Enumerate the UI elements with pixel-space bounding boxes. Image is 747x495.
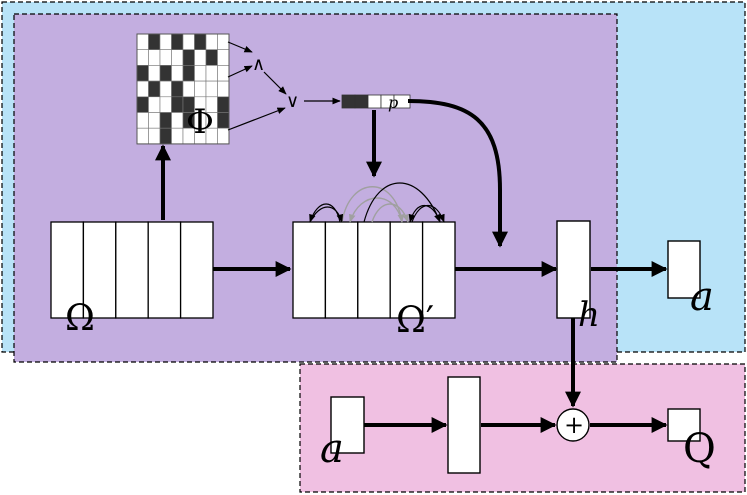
grid-cell [205, 65, 218, 82]
omega-prime-label: Ω′ [396, 300, 434, 341]
q-output-box [667, 408, 701, 442]
grid-cell [217, 127, 230, 145]
grid-cell [194, 33, 207, 50]
block-slot [357, 221, 391, 319]
grid-cell [148, 96, 161, 113]
grid-cell [217, 49, 230, 66]
grid-cell [136, 49, 149, 66]
grid-cell [159, 33, 172, 50]
attention-arcs [309, 182, 445, 223]
grid-cell [171, 80, 184, 98]
grid-cell [148, 65, 161, 82]
grid-cell [136, 65, 149, 82]
p-vector-cell [367, 94, 382, 109]
grid-cell [159, 65, 172, 82]
plus-symbol: + [564, 411, 584, 439]
h-box [556, 220, 591, 319]
grid-cell [217, 96, 230, 113]
grid-cell [136, 127, 149, 145]
grid-cell [171, 96, 184, 113]
grid-cell [171, 33, 184, 50]
grid-cell [136, 80, 149, 98]
grid-cell [205, 80, 218, 98]
grid-cell [182, 65, 195, 82]
blue-region [2, 2, 745, 352]
grid-cell [217, 33, 230, 50]
omega-label: Ω [65, 298, 95, 339]
grid-cell [148, 112, 161, 129]
a-output-box [667, 240, 701, 299]
omega-prime-block [292, 221, 456, 319]
block-slot [324, 221, 359, 319]
grid-cell [205, 49, 218, 66]
h-label: h [578, 295, 600, 335]
gate-arrows [227, 41, 341, 131]
grid-cell [136, 33, 149, 50]
block-slot [292, 221, 327, 319]
grid-cell [194, 49, 207, 66]
grid-cell [159, 127, 172, 145]
grid-cell [217, 112, 230, 129]
flow-arrows [155, 99, 668, 433]
p-vector [341, 94, 411, 109]
grid-cell [182, 33, 195, 50]
p-label: p [388, 93, 398, 112]
grid-cell [136, 112, 149, 129]
grid-cell [148, 127, 161, 145]
grid-cell [148, 49, 161, 66]
phi-label: Φ [186, 102, 214, 142]
grid-cell [194, 80, 207, 98]
grid-border [136, 33, 230, 145]
or-symbol: ∨ [286, 91, 299, 112]
grid-cell [171, 127, 184, 145]
q-hidden-box [447, 376, 481, 474]
grid-cell [171, 65, 184, 82]
q-label: Q [683, 426, 716, 472]
grid-cell [148, 80, 161, 98]
block-slot [147, 221, 182, 319]
block-slot [389, 221, 424, 319]
grid-cell [148, 33, 161, 50]
grid-cell [182, 49, 195, 66]
block-slot [115, 221, 149, 319]
and-symbol: ∧ [252, 54, 265, 75]
block-slot [179, 221, 214, 319]
grid-cell [217, 80, 230, 98]
omega-block [50, 221, 214, 319]
p-to-h-arrow [407, 99, 508, 248]
a-bottom-label: a [320, 426, 344, 472]
phi-grid [136, 33, 230, 145]
p-vector-cell [354, 94, 369, 109]
sum-node [556, 408, 590, 442]
block-slot [82, 221, 117, 319]
grid-cell [159, 49, 172, 66]
grid-cell [217, 65, 230, 82]
grid-cell [136, 96, 149, 113]
grid-cell [205, 33, 218, 50]
block-slot [50, 221, 85, 319]
grid-cell [171, 49, 184, 66]
grid-cell [194, 65, 207, 82]
block-slot [421, 221, 456, 319]
grid-cell [159, 112, 172, 129]
grid-cell [182, 80, 195, 98]
a-top-label: a [690, 274, 714, 320]
grid-cell [159, 80, 172, 98]
grid-cell [159, 96, 172, 113]
a-input-box [330, 396, 365, 454]
p-vector-cell [341, 94, 356, 109]
grid-cell [171, 112, 184, 129]
